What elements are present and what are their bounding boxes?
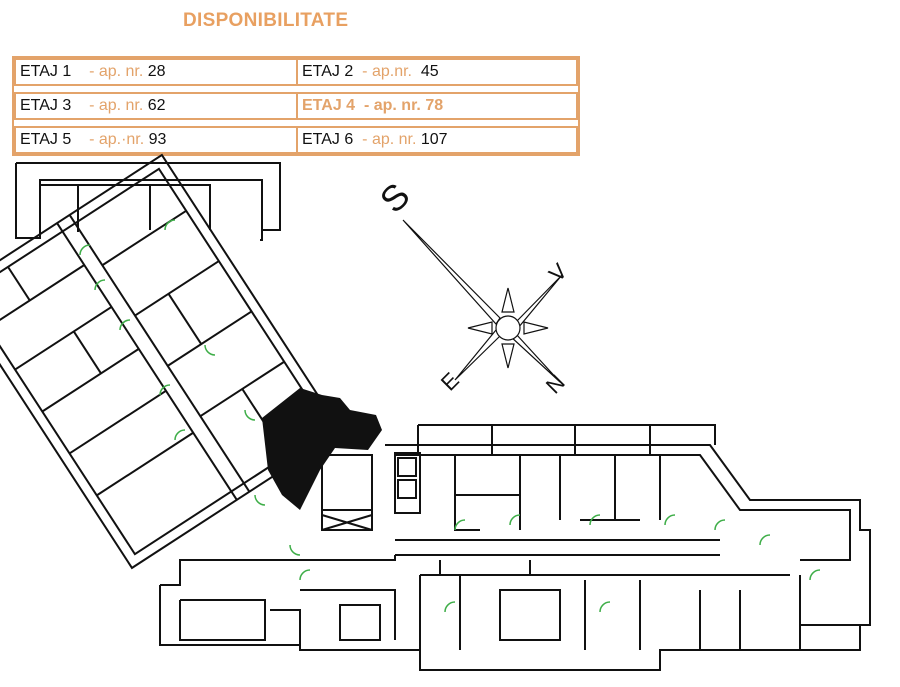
apartment-prefix: - ap.·nr. (89, 131, 145, 148)
apartment-prefix: - ap. nr. (89, 97, 144, 114)
stair-core (262, 388, 382, 510)
availability-cell-floor-2[interactable]: ETAJ 2 - ap.nr. 45 (296, 58, 578, 86)
floor-label: ETAJ 3 (20, 97, 72, 114)
page-title: DISPONIBILITATE (183, 10, 349, 31)
compass-south-label: S (372, 175, 418, 221)
compass-rose: S V E N (372, 175, 572, 399)
availability-cell-floor-4[interactable]: ETAJ 4 - ap. nr. 78 (296, 92, 578, 120)
compass-west-label: V (544, 258, 572, 286)
apartment-number: 107 (420, 131, 448, 148)
availability-cell-floor-3[interactable]: ETAJ 3 - ap. nr. 62 (14, 92, 298, 120)
floor-label: ETAJ 5 (20, 131, 72, 148)
apartment-number: 28 (147, 63, 166, 80)
compass-east-label: E (436, 367, 464, 395)
apartment-number: 78 (425, 97, 444, 114)
apartment-prefix: - ap.nr. (362, 63, 412, 80)
apartment-number: 93 (148, 131, 167, 148)
apartment-prefix: - ap. nr. (362, 131, 417, 148)
availability-cell-floor-6[interactable]: ETAJ 6 - ap. nr. 107 (296, 126, 578, 154)
apartment-number: 62 (147, 97, 166, 114)
wall (16, 162, 281, 241)
availability-cell-floor-1[interactable]: ETAJ 1 - ap. nr. 28 (14, 58, 298, 86)
apartment-number: 45 (420, 63, 439, 80)
floor-label: ETAJ 2 (302, 63, 354, 80)
floor-label: ETAJ 1 (20, 63, 72, 80)
compass-north-label: N (541, 370, 570, 399)
floor-label: ETAJ 4 (302, 97, 356, 114)
apartment-prefix: - ap. nr. (363, 97, 421, 114)
apartment-prefix: - ap. nr. (89, 63, 144, 80)
availability-table: ETAJ 1 - ap. nr. 28 ETAJ 2 - ap.nr. 45 E… (12, 56, 580, 156)
floor-label: ETAJ 6 (302, 131, 354, 148)
